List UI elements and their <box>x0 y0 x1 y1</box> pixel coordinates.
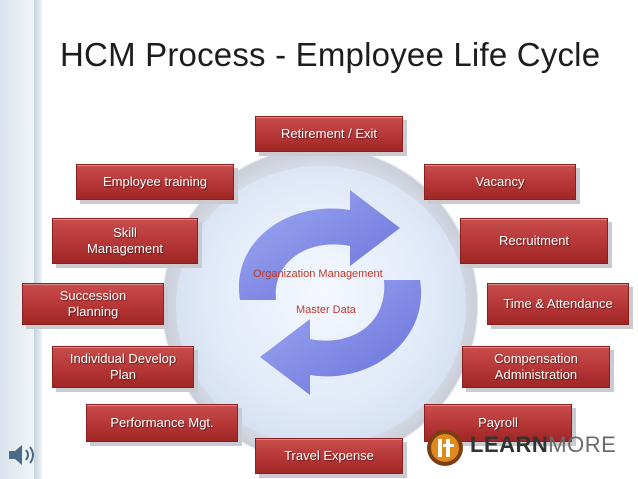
stage-recruitment: Recruitment <box>460 218 608 264</box>
center-text-org-management: Organization Management <box>253 268 383 280</box>
logo-text-learn: LEARN <box>470 432 549 457</box>
learnmore-logo-icon <box>427 430 463 466</box>
stage-vacancy: Vacancy <box>424 164 576 200</box>
speaker-icon[interactable] <box>6 440 40 470</box>
logo-text-more: MORE <box>548 432 617 457</box>
stage-time-attendance: Time & Attendance <box>487 283 629 325</box>
center-text-master-data: Master Data <box>296 304 356 316</box>
stage-skill: Skill Management <box>52 218 198 264</box>
logo-text: LEARNMORE <box>470 432 616 458</box>
stage-succession: Succession Planning <box>22 283 164 325</box>
slide-title: HCM Process - Employee Life Cycle <box>60 36 601 73</box>
stage-performance: Performance Mgt. <box>86 404 238 442</box>
stage-training: Employee training <box>76 164 234 200</box>
left-decor-bar-inner <box>34 0 42 479</box>
stage-individual-develop: Individual Develop Plan <box>52 346 194 388</box>
stage-travel-expense: Travel Expense <box>255 438 403 474</box>
stage-compensation: Compensation Administration <box>462 346 610 388</box>
left-decor-bar <box>0 0 34 479</box>
cycle-arrows-icon <box>238 190 422 395</box>
stage-retirement: Retirement / Exit <box>255 116 403 152</box>
